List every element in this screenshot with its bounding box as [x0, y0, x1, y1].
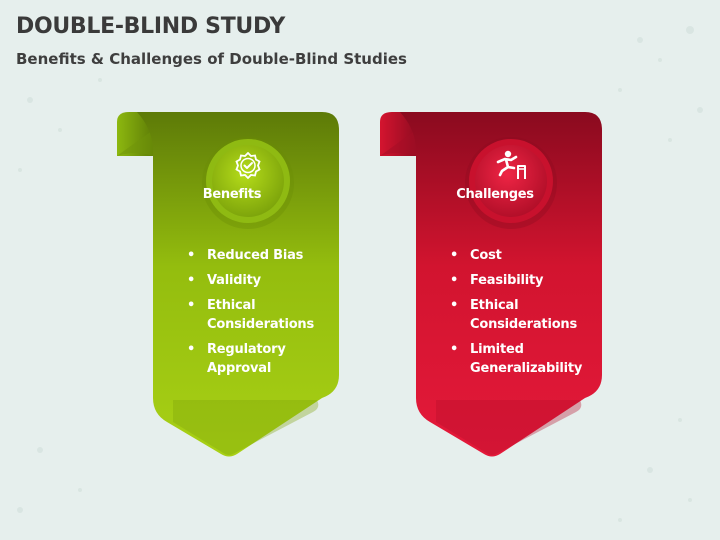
page-subtitle: Benefits & Challenges of Double-Blind St…: [16, 50, 407, 68]
list-item: Reduced Bias: [187, 246, 337, 265]
list-item: Limited Generalizability: [450, 340, 600, 378]
list-item: Ethical Considerations: [450, 296, 600, 334]
list-item: Regulatory Approval: [187, 340, 337, 378]
challenges-list: Cost Feasibility Ethical Considerations …: [450, 246, 600, 384]
benefits-card: Benefits Reduced Bias Validity Ethical C…: [117, 110, 342, 460]
list-item: Cost: [450, 246, 600, 265]
challenges-card: Challenges Cost Feasibility Ethical Cons…: [380, 110, 605, 460]
list-item: Validity: [187, 271, 337, 290]
list-item: Feasibility: [450, 271, 600, 290]
hurdle-jumper-icon: [496, 150, 526, 179]
badge-check-icon: [235, 152, 261, 180]
page-title: DOUBLE-BLIND STUDY: [16, 14, 285, 39]
benefits-list: Reduced Bias Validity Ethical Considerat…: [187, 246, 337, 384]
list-item: Ethical Considerations: [187, 296, 337, 334]
challenges-label: Challenges: [456, 187, 534, 202]
benefits-label: Benefits: [202, 187, 262, 202]
